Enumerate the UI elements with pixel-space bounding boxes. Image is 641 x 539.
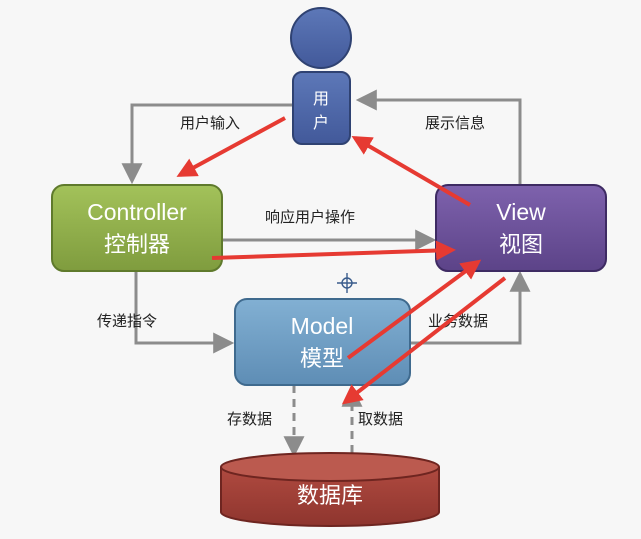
controller-box [51, 184, 223, 272]
label-respond-user-action: 响应用户操作 [265, 208, 355, 226]
red-arrow-to-controller [176, 116, 286, 177]
database-top [220, 452, 440, 482]
crosshair-cursor-icon [337, 273, 357, 293]
database-node: 数据库 [220, 452, 440, 527]
user-label-line2: 户 [313, 113, 329, 132]
user-label-line1: 用 [313, 89, 329, 108]
database-label: 数据库 [297, 484, 363, 509]
connectors [121, 89, 531, 458]
view-label-en: View [496, 199, 546, 225]
model-box [234, 298, 411, 386]
annotation-arrows [176, 116, 507, 405]
database-body [220, 467, 440, 527]
label-user-input: 用户输入 [180, 114, 240, 132]
connector-controller-to-model [134, 272, 235, 354]
model-node: Model 模型 [234, 298, 411, 386]
user-head [290, 7, 352, 69]
label-store-data: 存数据 [227, 410, 272, 428]
view-label-zh: 视图 [499, 233, 543, 258]
red-arrow-to-user [351, 135, 472, 207]
label-pass-command: 传递指令 [97, 312, 157, 330]
connector-view-to-user [355, 89, 522, 185]
user-node: 用 户 [290, 7, 352, 145]
red-arrow-controller-to-view [211, 240, 456, 261]
user-body [292, 71, 351, 145]
label-display-info: 展示信息 [425, 114, 485, 132]
edge-labels: 用户输入 展示信息 响应用户操作 传递指令 业务数据 存数据 取数据 [97, 114, 488, 428]
model-label-en: Model [291, 313, 354, 339]
view-box [435, 184, 607, 272]
controller-label-en: Controller [87, 199, 187, 225]
controller-node: Controller 控制器 [51, 184, 223, 272]
red-arrow-model-to-view [346, 259, 482, 360]
model-label-zh: 模型 [300, 347, 344, 372]
connector-user-to-controller [121, 103, 293, 185]
red-arrow-view-to-database [341, 276, 507, 405]
view-node: View 视图 [435, 184, 607, 272]
connector-model-to-view [410, 270, 531, 345]
controller-label-zh: 控制器 [104, 233, 170, 258]
label-fetch-data: 取数据 [358, 410, 403, 428]
